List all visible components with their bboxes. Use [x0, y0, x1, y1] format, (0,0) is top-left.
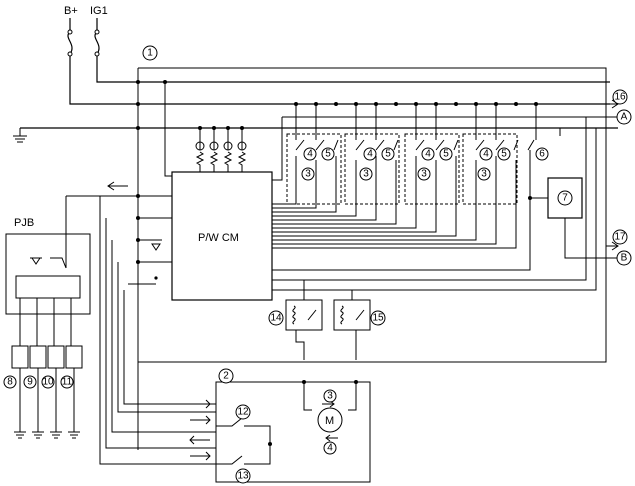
callout-4 — [303, 147, 317, 161]
svg-text:17: 17 — [614, 232, 626, 243]
switch-12: 12 — [216, 404, 271, 442]
connector-a-label: A — [621, 112, 628, 123]
svg-text:5: 5 — [325, 149, 331, 160]
svg-text:8: 8 — [7, 377, 13, 388]
callout-17 — [612, 229, 628, 245]
callout-13 — [235, 468, 251, 484]
svg-text:4: 4 — [367, 149, 373, 160]
svg-text:5: 5 — [385, 149, 391, 160]
relay-15: 15 — [333, 290, 386, 360]
ig1-label: IG1 — [90, 5, 108, 17]
window-switch-group-3: 4 5 3 — [404, 133, 460, 205]
callout-16 — [612, 89, 628, 105]
pjb-block: PJB — [5, 195, 138, 346]
svg-text:13: 13 — [237, 471, 249, 482]
switch-signal-lines — [272, 116, 597, 291]
svg-text:16: 16 — [614, 92, 626, 103]
callout-10 — [41, 375, 55, 389]
svg-text:7: 7 — [562, 193, 568, 204]
callout-4-motor — [323, 441, 337, 455]
ig1-feed: IG1 — [90, 5, 610, 83]
switch-13: 13 — [216, 442, 272, 484]
window-switch-group-1: 4 5 3 — [286, 133, 342, 205]
lower-connector: 2 — [99, 196, 371, 483]
svg-text:4: 4 — [483, 149, 489, 160]
svg-text:3: 3 — [327, 391, 333, 402]
connector-a: A 16 — [540, 89, 632, 125]
svg-text:4: 4 — [425, 149, 431, 160]
svg-text:15: 15 — [372, 313, 384, 324]
svg-text:4: 4 — [307, 149, 313, 160]
window-motor: M 3 4 — [302, 380, 358, 455]
svg-text:4: 4 — [327, 443, 333, 454]
callout-3 — [301, 167, 315, 181]
callout-12 — [235, 404, 251, 420]
fuse-ig1 — [94, 31, 100, 55]
svg-text:11: 11 — [62, 377, 73, 388]
callout-14 — [268, 310, 284, 326]
connector-b: B 17 — [564, 218, 632, 266]
output-arrow — [107, 181, 128, 191]
svg-text:9: 9 — [27, 377, 33, 388]
svg-text:14: 14 — [270, 313, 282, 324]
callout-8 — [3, 375, 17, 389]
b-plus-label: B+ — [64, 5, 78, 17]
callout-1 — [142, 45, 158, 61]
svg-text:6: 6 — [539, 149, 545, 160]
callout-11 — [60, 375, 74, 389]
pw-cm-module: P/W CM — [138, 171, 273, 301]
svg-text:3: 3 — [305, 169, 311, 180]
svg-text:2: 2 — [223, 371, 229, 382]
svg-text:3: 3 — [481, 169, 487, 180]
motor-icon — [317, 407, 343, 433]
svg-text:3: 3 — [363, 169, 369, 180]
svg-text:1: 1 — [147, 48, 153, 59]
component-7: 7 — [272, 177, 583, 271]
illumination-resistors — [195, 126, 247, 172]
callout-15 — [370, 310, 386, 326]
svg-text:5: 5 — [501, 149, 507, 160]
b-plus-feed: B+ — [64, 5, 610, 105]
switch-6: 6 — [527, 139, 549, 200]
pw-cm-label: P/W CM — [198, 232, 239, 244]
fuse-b-plus — [67, 31, 73, 55]
svg-text:12: 12 — [237, 407, 249, 418]
motor-label: M — [325, 415, 334, 427]
callout-9 — [23, 375, 37, 389]
connector-a-marker — [616, 109, 632, 125]
pjb-switches: 8 9 10 11 — [3, 345, 83, 439]
svg-text:5: 5 — [443, 149, 449, 160]
connector-b-marker — [616, 250, 632, 266]
connector-b-label: B — [621, 253, 628, 264]
window-switch-group-2: 4 5 3 — [344, 133, 400, 205]
callout-6 — [535, 147, 549, 161]
callout-3-motor — [323, 389, 337, 403]
pjb-label: PJB — [14, 217, 34, 229]
svg-text:3: 3 — [421, 169, 427, 180]
svg-text:10: 10 — [42, 377, 54, 388]
relay-14: 14 — [268, 280, 323, 360]
left-ground — [13, 127, 618, 143]
callout-2 — [218, 368, 234, 384]
top-frame — [138, 67, 607, 363]
callout-5 — [321, 147, 335, 161]
window-switch-group-4: 4 5 3 — [462, 133, 519, 205]
